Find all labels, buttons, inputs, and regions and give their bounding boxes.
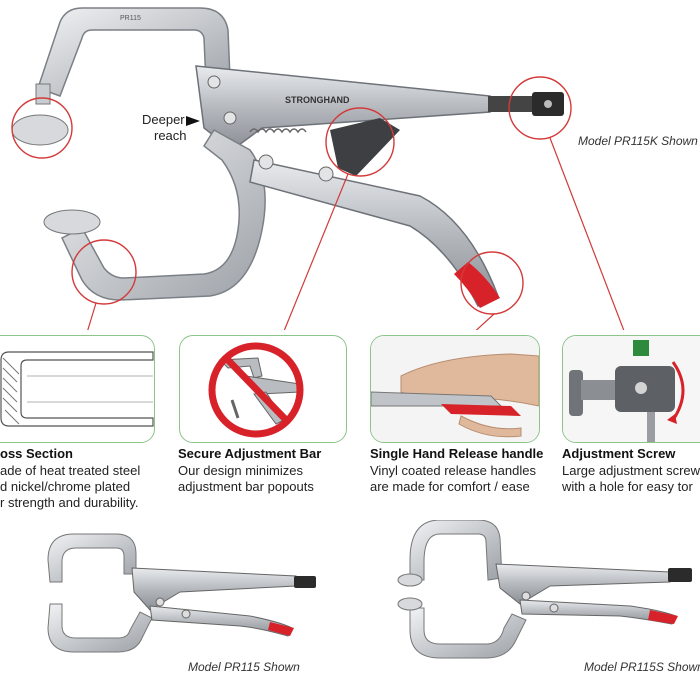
panel-adjustment-bar xyxy=(179,335,347,443)
callout-line2: reach xyxy=(154,128,187,143)
feature-title-release-handle: Single Hand Release handle xyxy=(370,446,544,461)
screw-hole xyxy=(544,100,552,108)
panel-cross-section xyxy=(0,335,155,443)
leader-line xyxy=(475,313,495,330)
tool-label: PR115 xyxy=(120,15,141,22)
feature-text-release-handle: Vinyl coated release handles are made fo… xyxy=(370,463,536,494)
no-popout-drawing xyxy=(208,342,304,438)
bottom-models-illustration xyxy=(47,520,692,659)
rivet xyxy=(318,166,334,182)
lower-jaw-frame xyxy=(61,128,266,301)
feature-text-adjustment-bar: Our design minimizes adjustment bar popo… xyxy=(178,463,314,494)
leader-line xyxy=(549,137,625,330)
upper-pad-stem xyxy=(35,83,51,105)
rivet xyxy=(223,111,237,125)
adjustment-screw-drawing xyxy=(563,336,700,442)
panel-release-handle xyxy=(370,335,540,443)
adjustment-bar xyxy=(330,118,400,176)
main-clamp-illustration: PR115 STRONGHAND xyxy=(11,7,625,330)
red-release-tab xyxy=(454,262,500,308)
callout-line1: Deeper xyxy=(142,112,185,127)
feature-text-cross-section: ade of heat treated steel d nickel/chrom… xyxy=(0,463,141,510)
leader-line xyxy=(283,173,349,330)
feature-title-adjustment-bar: Secure Adjustment Bar xyxy=(178,446,322,461)
brand-text: STRONGHAND xyxy=(285,95,350,105)
callout-ring-handle xyxy=(460,251,524,315)
callout-ring-pad xyxy=(11,97,73,159)
feature-title-cross-section: oss Section xyxy=(0,446,73,461)
callout-ring-section xyxy=(71,239,137,305)
model-pr115-drawing xyxy=(47,533,316,653)
caption-pr115s: Model PR115S Shown xyxy=(584,660,700,674)
deeper-reach-arrow xyxy=(186,116,200,126)
feature-title-adjustment-screw: Adjustment Screw xyxy=(562,446,676,461)
caption-pr115: Model PR115 Shown xyxy=(188,660,300,674)
leader-line xyxy=(87,302,97,330)
rivet xyxy=(258,154,274,170)
adjustment-screw-thread xyxy=(488,96,534,112)
callout-ring-screw xyxy=(508,76,572,140)
spring xyxy=(249,128,307,134)
callout-ring-bar xyxy=(325,107,395,177)
model-pr115s-drawing xyxy=(397,520,692,659)
caption-pr115k: Model PR115K Shown xyxy=(578,134,698,148)
panel-adjustment-screw xyxy=(562,335,700,443)
cross-section-drawing xyxy=(0,351,154,427)
rivet xyxy=(207,75,221,89)
callout-deeper-reach: Deeper reach xyxy=(142,112,187,144)
feature-text-adjustment-screw: Large adjustment screw with a hole for e… xyxy=(562,463,700,494)
hand-release-drawing xyxy=(371,336,539,442)
upper-swivel-pad xyxy=(11,114,69,146)
lower-swivel-pad xyxy=(43,209,101,235)
